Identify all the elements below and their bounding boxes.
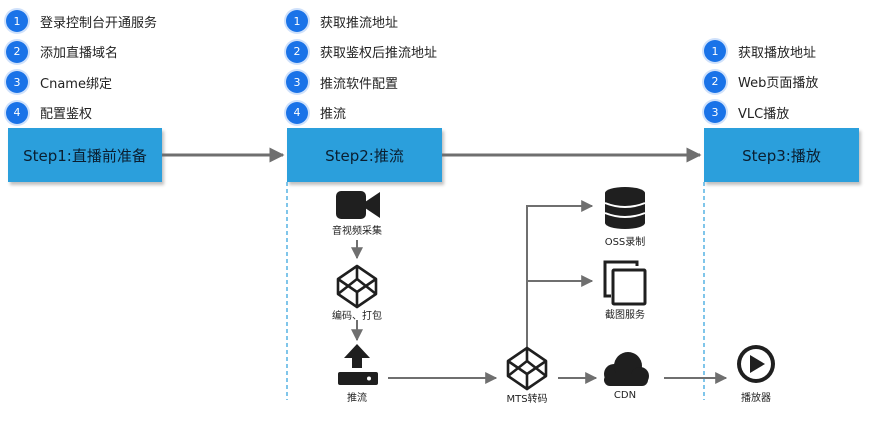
- video-camera-icon: [336, 191, 380, 219]
- oss-label: OSS录制: [604, 237, 646, 248]
- step1-item: 2 添加直播域名: [6, 37, 157, 68]
- capture-label: 音视频采集: [332, 226, 382, 237]
- step2-list: 1 获取推流地址 2 获取鉴权后推流地址 3 推流软件配置 4 推流: [286, 6, 437, 128]
- step-number-badge: 2: [6, 40, 28, 63]
- step-item-text: Web页面播放: [738, 76, 819, 92]
- player-label: 播放器: [741, 393, 771, 404]
- play-circle-icon: [737, 345, 775, 383]
- step-item-text: 添加直播域名: [40, 46, 119, 62]
- codepen-cube-icon: [506, 346, 548, 391]
- step1-item: 4 配置鉴权: [6, 98, 157, 129]
- step-item-text: 推流: [320, 107, 347, 123]
- step-item-text: 推流软件配置: [320, 76, 399, 92]
- cloud-icon: [604, 352, 649, 386]
- step-number-badge: 2: [286, 40, 308, 63]
- step1-item: 1 登录控制台开通服务: [6, 6, 157, 37]
- step-number-badge: 1: [6, 10, 28, 33]
- step-item-text: Cname绑定: [40, 76, 112, 92]
- step1-box: Step1:直播前准备: [8, 128, 162, 182]
- step-number-badge: 3: [704, 101, 726, 124]
- step-item-text: 登录控制台开通服务: [40, 15, 158, 31]
- step-number-badge: 3: [6, 71, 28, 94]
- step-number-badge: 1: [704, 40, 726, 63]
- step2-item: 4 推流: [286, 98, 437, 129]
- encode-label: 编码、打包: [332, 311, 382, 322]
- step1-list: 1 登录控制台开通服务 2 添加直播域名 3 Cname绑定 4 配置鉴权: [6, 6, 157, 128]
- step-number-badge: 2: [704, 70, 726, 93]
- step-number-badge: 3: [286, 71, 308, 94]
- snapshot-label: 截图服务: [605, 310, 645, 321]
- mts-label: MTS转码: [506, 394, 548, 405]
- step-item-text: 获取鉴权后推流地址: [320, 46, 438, 62]
- step2-box: Step2:推流: [287, 128, 442, 182]
- step3-item: 2 Web页面播放: [704, 67, 818, 98]
- cdn-label: CDN: [613, 390, 637, 401]
- step-number-badge: 1: [286, 10, 308, 33]
- step3-box: Step3:播放: [704, 128, 859, 182]
- step3-item: 1 获取播放地址: [704, 36, 818, 67]
- step3-item: 3 VLC播放: [704, 97, 818, 128]
- step2-item: 3 推流软件配置: [286, 67, 437, 98]
- step-number-badge: 4: [6, 101, 28, 124]
- arrow-mts-oss: [526, 200, 594, 350]
- step-number-badge: 4: [286, 101, 308, 124]
- step-item-text: 获取播放地址: [738, 45, 817, 61]
- step-item-text: 获取推流地址: [320, 15, 399, 31]
- step1-item: 3 Cname绑定: [6, 67, 157, 98]
- step-item-text: VLC播放: [738, 106, 790, 122]
- push-label: 推流: [347, 393, 367, 404]
- step-item-text: 配置鉴权: [40, 107, 93, 123]
- codepen-cube-icon: [336, 264, 378, 309]
- database-icon: [604, 187, 646, 229]
- step2-item: 1 获取推流地址: [286, 6, 437, 37]
- step3-list: 1 获取播放地址 2 Web页面播放 3 VLC播放: [704, 36, 818, 128]
- copy-squares-icon: [603, 260, 647, 306]
- step2-item: 2 获取鉴权后推流地址: [286, 37, 437, 68]
- upload-icon: [338, 344, 378, 385]
